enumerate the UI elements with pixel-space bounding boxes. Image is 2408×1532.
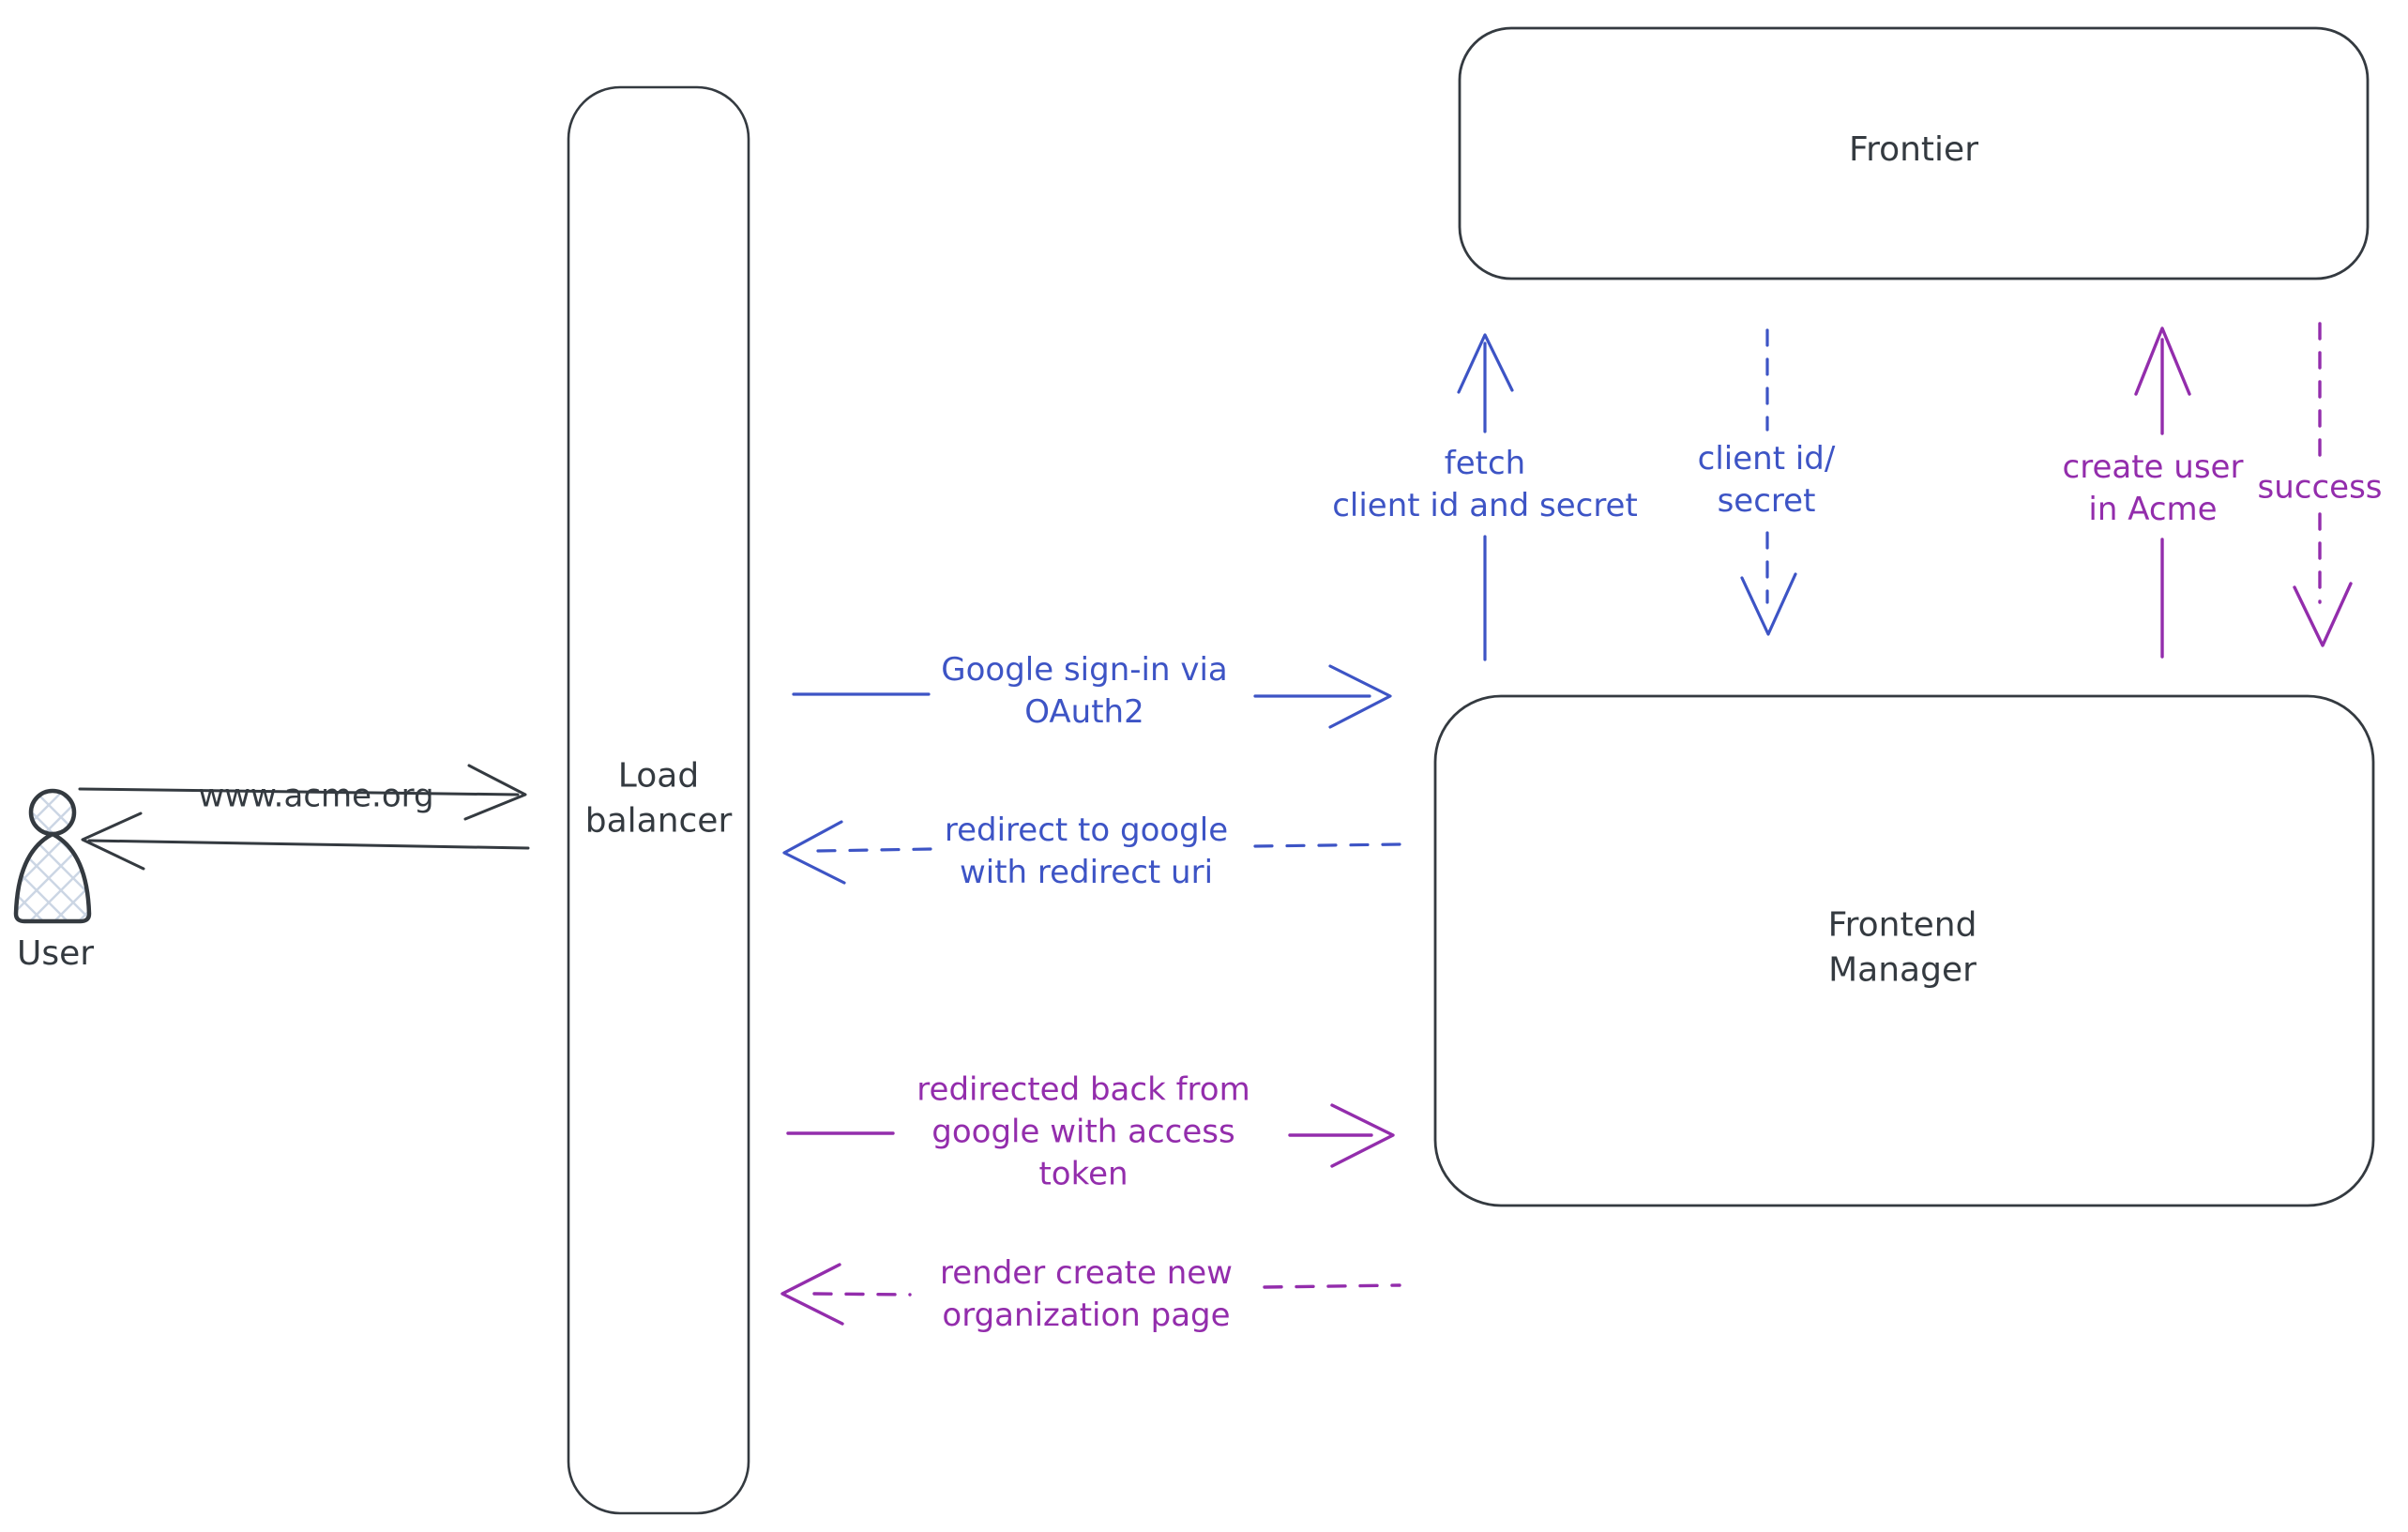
user-head — [28, 788, 77, 837]
arrow-redirected-back — [786, 1103, 1395, 1168]
arrow-response-to-user — [81, 812, 530, 871]
arrow-redirect-google — [782, 820, 1401, 885]
arrow-success — [2293, 322, 2353, 647]
arrow-create-user — [2134, 326, 2191, 659]
frontend-manager-box — [1433, 694, 2375, 1207]
arrow-client-id-secret — [1740, 328, 1797, 636]
frontier-box — [1458, 26, 2370, 281]
arrow-render-org-page — [780, 1263, 1401, 1326]
arrow-fetch-secret — [1457, 333, 1514, 661]
arrow-www-acme — [78, 764, 527, 821]
arrow-google-signin — [792, 664, 1392, 729]
user-figure — [13, 788, 92, 924]
load-balancer-box — [567, 85, 750, 1515]
user-body — [13, 831, 92, 924]
